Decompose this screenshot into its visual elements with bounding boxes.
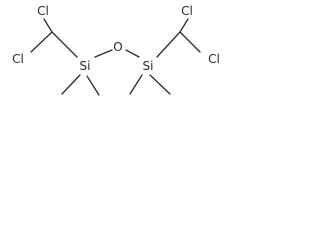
atom-chlorine-left-bottom: Cl [12, 52, 24, 66]
bond-si1-me1 [61, 74, 81, 95]
atom-chlorine-left-top: Cl [37, 4, 49, 18]
bond-c1-cl1 [43, 18, 53, 33]
atom-silicon-left: Si [80, 59, 91, 73]
atom-silicon-right: Si [143, 59, 154, 73]
bond-c2-cl3 [179, 18, 189, 33]
bond-o-si2 [125, 49, 140, 58]
bond-si2-me1 [129, 74, 143, 95]
chemical-structure: Cl Cl Si O Si Cl Cl [12, 4, 220, 96]
atom-oxygen: O [113, 40, 122, 54]
bond-si1-o [94, 49, 113, 58]
atom-chlorine-right-bottom: Cl [208, 52, 220, 66]
bond-c2-cl4 [179, 31, 201, 53]
bond-si2-me2 [149, 74, 171, 95]
bond-c1-si1 [51, 31, 78, 58]
atom-chlorine-right-top: Cl [181, 4, 193, 18]
bond-si2-c2 [156, 31, 181, 58]
bond-c1-cl2 [30, 31, 53, 53]
bond-si1-me2 [86, 75, 100, 96]
